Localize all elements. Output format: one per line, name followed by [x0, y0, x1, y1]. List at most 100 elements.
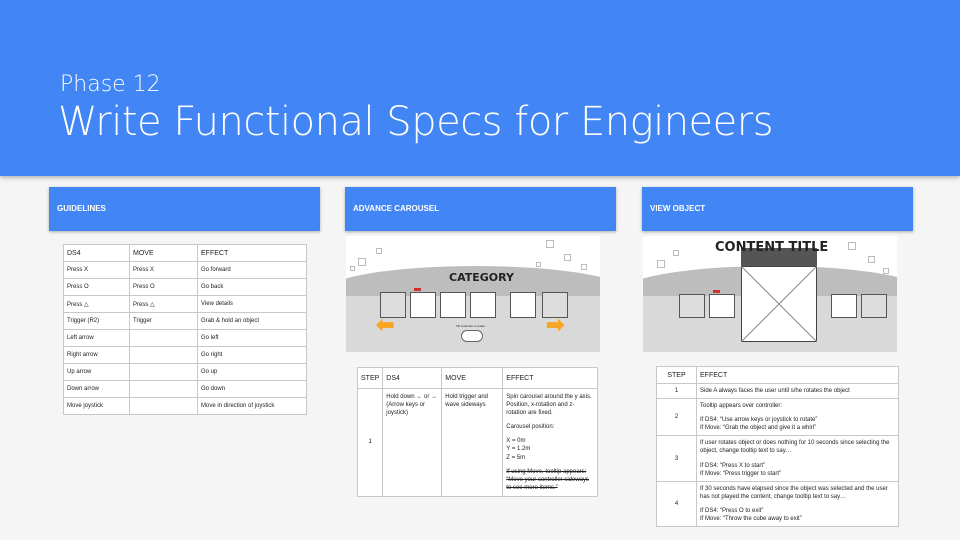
move-cell: Hold trigger and wave sideways — [441, 388, 504, 497]
move-cell — [129, 329, 198, 347]
move-cell: Trigger — [129, 312, 198, 330]
ds4-cell: Press △ — [63, 295, 130, 313]
item-tag — [713, 290, 720, 293]
effect-line: If DS4: “Press O to exit” — [700, 507, 764, 514]
step-cell: 2 — [656, 398, 697, 437]
carousel-item — [679, 294, 705, 318]
move-cell — [129, 380, 198, 398]
ds4-cell: Right arrow — [63, 346, 130, 364]
content-title-label: CONTENT TITLE — [715, 240, 829, 255]
table-header: STEP — [356, 367, 384, 389]
step-cell: 4 — [656, 480, 697, 528]
guidelines-panel-header: GUIDELINES — [49, 187, 320, 231]
carousel-item — [440, 292, 466, 318]
effect-cell: Go up — [197, 363, 307, 381]
table-header: DS4 — [382, 367, 443, 389]
deco-square — [657, 260, 665, 268]
effect-cell: View details — [197, 295, 307, 313]
effect-cell: Go down — [197, 380, 307, 398]
table-header: EFFECT — [696, 366, 899, 384]
category-label: CATEGORY — [449, 271, 514, 284]
effect-line: If Move: “Grab the object and give it a … — [700, 425, 817, 432]
effect-cell: If 30 seconds have elapsed since the obj… — [696, 480, 899, 528]
table-header: DS4 — [63, 244, 130, 262]
ds4-cell: Left arrow — [63, 329, 130, 347]
table-row: Press △Press △View details — [63, 295, 307, 313]
move-cell — [129, 346, 198, 364]
deco-square — [868, 256, 875, 263]
table-header: MOVE — [441, 367, 504, 389]
rotate-right-arrow-icon: ➡ — [546, 312, 565, 337]
header-banner: Phase 12 Write Functional Specs for Engi… — [0, 0, 960, 176]
effect-cell: Go forward — [197, 261, 307, 279]
move-cell — [129, 397, 198, 415]
deco-square — [564, 254, 571, 261]
move-cell: Press X — [129, 261, 198, 279]
carousel-item — [861, 294, 887, 318]
effect-cell: Side A always faces the user until s/he … — [696, 382, 899, 400]
effect-struck-line: “Move your controller sideways to see mo… — [506, 476, 589, 491]
table-header: EFFECT — [502, 367, 598, 389]
carousel-panel-header: ADVANCE CAROUSEL — [345, 187, 616, 231]
effect-line: Z = 5m — [506, 454, 526, 461]
move-cell: Press △ — [129, 295, 198, 313]
view-object-panel-header: VIEW OBJECT — [642, 187, 913, 231]
deco-square — [673, 250, 679, 256]
carousel-table: STEP DS4 MOVE EFFECT 1 Hold down ← or → … — [356, 367, 598, 497]
deco-square — [536, 262, 541, 267]
deco-square — [350, 266, 355, 271]
deco-square — [358, 258, 366, 266]
ds4-cell: Press O — [63, 278, 130, 296]
effect-cell: Grab & hold an object — [197, 312, 307, 330]
table-row: Move joystick Move in direction of joysti… — [63, 397, 307, 415]
rotate-left-arrow-icon: ⬅ — [376, 312, 395, 337]
effect-line: If DS4: “Use arrow keys or joystick to r… — [700, 417, 818, 424]
carousel-scene-image: CATEGORY ⬅ ➡ Tilt controller to rotate — [346, 236, 600, 352]
ds4-cell: Hold down ← or → (Arrow keys or joystick… — [382, 388, 443, 497]
ds4-cell: Down arrow — [63, 380, 130, 398]
carousel-item — [542, 292, 568, 318]
carousel-item — [380, 292, 406, 318]
effect-line: If DS4: “Press X to start” — [700, 462, 766, 469]
carousel-item — [709, 294, 735, 318]
carousel-item — [831, 294, 857, 318]
effect-line: Side A always faces the user until s/he … — [700, 388, 850, 394]
view-object-scene-image: CONTENT TITLE — [643, 236, 897, 352]
page-title: Write Functional Specs for Engineers — [58, 99, 774, 145]
effect-line: If user rotates object or does nothing f… — [700, 440, 890, 455]
table-header: EFFECT — [197, 244, 307, 262]
step-cell: 3 — [656, 435, 697, 482]
effect-cell: Go back — [197, 278, 307, 296]
effect-line: If Move: “Throw the cube away to exit” — [700, 516, 802, 523]
carousel-item — [470, 292, 496, 318]
move-cell — [129, 363, 198, 381]
deco-square — [376, 248, 382, 254]
effect-cell: Tooltip appears over controller:If DS4: … — [696, 398, 899, 437]
deco-square — [581, 264, 587, 270]
effect-cell: If user rotates object or does nothing f… — [696, 435, 899, 482]
effect-line: Carousel position: — [506, 424, 555, 431]
carousel-item — [510, 292, 536, 318]
controller-hint: Tilt controller to rotate — [456, 324, 485, 328]
cube-cross-icon — [741, 266, 817, 342]
ds4-cell: Move joystick — [63, 397, 130, 415]
carousel-item — [410, 292, 436, 318]
effect-line: If 30 seconds have elapsed since the obj… — [700, 485, 888, 500]
effect-cell: Move in direction of joystick — [197, 397, 307, 415]
effect-cell: Spin carousel around the y axis. Positio… — [502, 388, 598, 497]
ds4-cell: Press X — [63, 261, 130, 279]
table-header: MOVE — [129, 244, 198, 262]
effect-line: Y = 1.2m — [506, 446, 531, 453]
cube-top — [741, 248, 817, 266]
item-tag — [414, 288, 421, 291]
step-cell: 1 — [356, 388, 384, 497]
effect-line: X = 0m — [506, 438, 526, 445]
